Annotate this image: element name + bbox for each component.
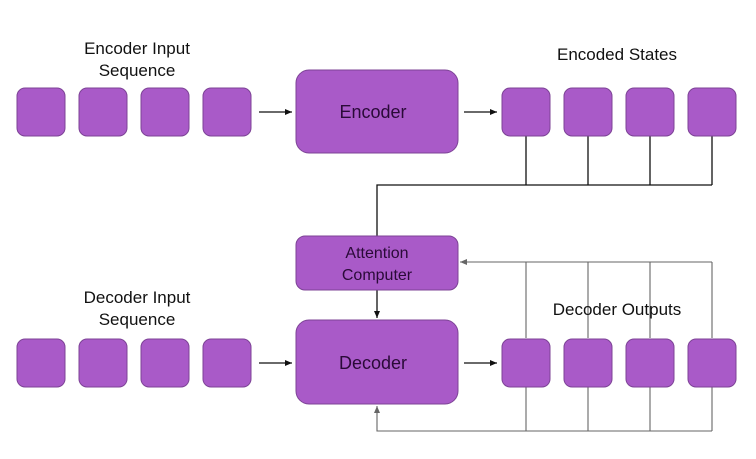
decoder-outputs-label: Decoder Outputs — [553, 300, 682, 319]
decoder-node: Decoder — [295, 319, 459, 405]
decoder-input-token — [140, 338, 190, 388]
encoder-input-sequence — [16, 87, 252, 137]
encoder-input-token — [16, 87, 66, 137]
decoder-output-token — [687, 338, 737, 388]
decoder-outputs-to-attention-edge — [460, 259, 713, 338]
decoder-input-token — [202, 338, 252, 388]
encoder-input-token — [202, 87, 252, 137]
encoded-state-token — [563, 87, 613, 137]
encoder-label: Encoder — [339, 102, 406, 122]
decoder-label: Decoder — [339, 353, 407, 373]
encoder-node: Encoder — [295, 69, 459, 154]
decoder-input-token — [78, 338, 128, 388]
decoder-input-label-line1: Decoder Input — [84, 288, 191, 307]
encoder-input-label-line1: Encoder Input — [84, 39, 190, 58]
attention-label-line2: Computer — [342, 267, 413, 284]
attention-label-line1: Attention — [345, 245, 408, 262]
decoder-input-label-line2: Sequence — [99, 310, 176, 329]
attention-computer-node: Attention Computer — [295, 235, 459, 291]
decoder-input-sequence — [16, 338, 252, 388]
encoded-states-sequence — [501, 87, 737, 137]
decoder-outputs-to-decoder-edge — [374, 387, 713, 432]
encoded-state-token — [625, 87, 675, 137]
encoded-state-token — [501, 87, 551, 137]
decoder-output-token — [501, 338, 551, 388]
decoder-outputs-sequence — [501, 338, 737, 388]
encoder-input-token — [78, 87, 128, 137]
encoded-states-bus — [376, 136, 713, 236]
encoder-input-label-line2: Sequence — [99, 61, 176, 80]
decoder-output-token — [563, 338, 613, 388]
encoder-input-token — [140, 87, 190, 137]
encoded-states-label: Encoded States — [557, 45, 677, 64]
encoded-state-token — [687, 87, 737, 137]
decoder-output-token — [625, 338, 675, 388]
decoder-input-token — [16, 338, 66, 388]
